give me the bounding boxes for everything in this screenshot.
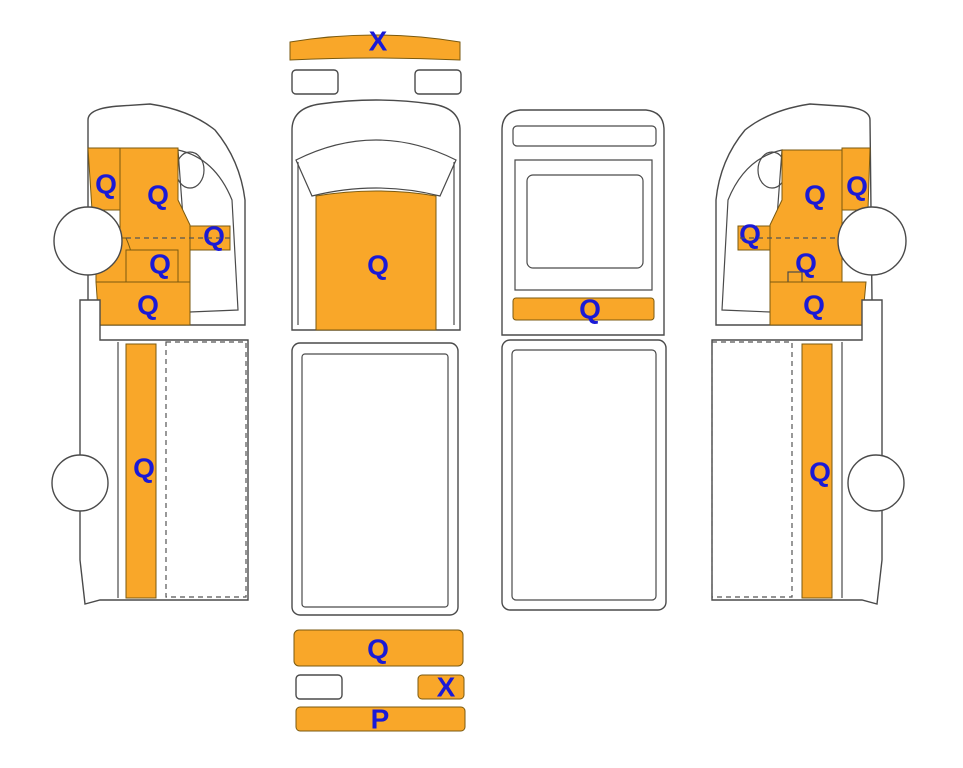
left-front-wheel <box>53 206 123 276</box>
right-bed-dashed <box>711 341 793 598</box>
right-side-view: Q Q Q Q Q Q <box>711 103 907 605</box>
rear-bumper-lower-label: P <box>371 704 390 735</box>
right-bed-side-label: Q <box>809 457 831 488</box>
bed-outline <box>291 342 459 616</box>
left-headlight <box>291 69 339 95</box>
rear-cab-label: Q <box>579 294 601 325</box>
rear-bed-outline <box>501 339 667 611</box>
bed-floor <box>301 353 449 608</box>
right-front-wheel <box>837 206 907 276</box>
rear-corner-label: X <box>437 672 456 703</box>
right-rocker-label: Q <box>803 290 825 321</box>
right-headlight <box>414 69 462 95</box>
rear-window <box>526 174 644 269</box>
left-door-main-label: Q <box>147 180 169 211</box>
rear-corner-panel[interactable] <box>417 674 465 700</box>
right-mirror-label: Q <box>739 219 761 250</box>
rear-step-left <box>295 674 343 700</box>
front-bumper-panel[interactable] <box>289 34 461 61</box>
left-rear-wheel <box>51 454 109 512</box>
rear-bumper-upper-label: Q <box>367 634 389 665</box>
rear-window-strip <box>512 125 657 147</box>
left-bed-dashed <box>165 341 247 598</box>
right-door-main-label: Q <box>804 180 826 211</box>
left-door-upper-label: Q <box>95 169 117 200</box>
rear-bumper-upper-panel[interactable] <box>293 629 464 667</box>
roof-label: Q <box>367 250 389 281</box>
left-bed-side-panel[interactable] <box>125 343 157 599</box>
rear-window-frame <box>514 159 653 291</box>
left-window-outline <box>177 149 239 313</box>
left-fender-label: Q <box>149 249 171 280</box>
right-rear-wheel <box>847 454 905 512</box>
roof-panel[interactable] <box>315 190 437 331</box>
rear-bumper-lower-panel[interactable] <box>295 706 466 732</box>
left-bed-outline <box>79 299 249 605</box>
left-bed-side-label: Q <box>133 453 155 484</box>
right-door-upper-label: Q <box>846 171 868 202</box>
right-fender-label: Q <box>795 248 817 279</box>
right-bed-side-panel[interactable] <box>801 343 833 599</box>
rear-cab-outline <box>501 109 665 336</box>
left-rocker-label: Q <box>137 290 159 321</box>
rear-view: Q <box>501 109 667 611</box>
right-bed-outline <box>711 299 883 605</box>
rear-cab-panel[interactable] <box>512 297 655 321</box>
left-side-view: Q Q Q Q Q Q <box>51 103 249 605</box>
top-view: X Q Q X P <box>289 26 466 735</box>
front-bumper-label: X <box>369 26 388 57</box>
right-window-outline <box>721 149 783 313</box>
windshield <box>295 139 457 197</box>
left-mirror-label: Q <box>203 221 225 252</box>
rear-bed-floor <box>511 349 657 601</box>
